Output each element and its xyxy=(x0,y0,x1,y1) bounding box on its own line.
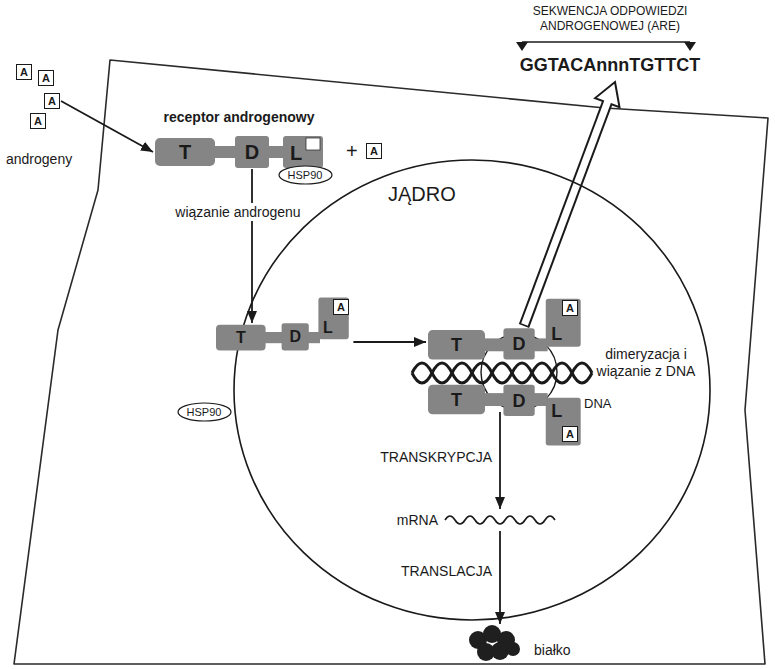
domain-block xyxy=(503,385,534,416)
androgen-box: A xyxy=(333,299,349,315)
domain-block xyxy=(546,299,581,347)
domain-block xyxy=(283,136,323,168)
arrow-body xyxy=(525,100,609,325)
nucleus: JĄDROTDLATDLA xyxy=(232,158,712,622)
protein-lobe xyxy=(506,642,520,656)
domain-block xyxy=(307,332,320,343)
transcription-arrow xyxy=(499,412,501,509)
domain-block xyxy=(533,393,548,406)
arrow-label: wiązanie androgenu xyxy=(172,203,303,221)
domain-letter: L xyxy=(314,318,342,337)
process-note: dimeryzacja i wiązanie z DNA xyxy=(590,346,702,380)
bracket-end xyxy=(516,42,528,51)
domain-letter: D xyxy=(238,140,266,164)
domain-letter: T xyxy=(443,389,471,411)
domain-block xyxy=(216,325,266,351)
dna-strand xyxy=(412,363,592,383)
hsp90-ellipse: HSP90 xyxy=(278,165,333,185)
hsp90-shape xyxy=(178,403,231,421)
domain-block xyxy=(318,298,348,340)
import-arrow xyxy=(353,342,426,343)
androgen-letter: A xyxy=(17,65,31,79)
entry-arrow xyxy=(61,101,153,152)
molecule-name: mRNA xyxy=(397,511,438,529)
androgen-letter: A xyxy=(334,300,348,314)
domain-block xyxy=(483,338,505,351)
arrow-line xyxy=(61,101,153,152)
receptor-molecule: T DLA xyxy=(428,297,583,361)
translation-arrow xyxy=(499,531,501,624)
hsp90-shape xyxy=(279,166,332,184)
androgen-box: A xyxy=(562,300,578,316)
androgen-box: A xyxy=(30,113,46,129)
molecule-group-name: androgeny xyxy=(6,150,72,168)
domain-block xyxy=(503,328,534,359)
molecule-name: receptor androgenowy xyxy=(139,108,339,126)
domain-block xyxy=(235,136,269,168)
protein-name: HSP90 xyxy=(177,402,232,422)
compartment-name: JĄDRO xyxy=(388,182,456,206)
androgen-letter: A xyxy=(45,94,59,108)
domain-letter: T xyxy=(171,140,199,164)
binding-pocket xyxy=(306,138,320,150)
hsp90-ellipse: HSP90 xyxy=(177,402,232,422)
domain-block xyxy=(282,323,309,350)
molecule-name: DNA xyxy=(584,396,611,412)
domain-block xyxy=(546,398,581,446)
mrna-strand xyxy=(445,516,555,524)
domain-letter: D xyxy=(505,333,533,355)
androgen-box: A xyxy=(44,93,60,109)
domain-block xyxy=(533,338,548,351)
plus-sign: + xyxy=(346,139,358,163)
androgen-box: A xyxy=(38,70,54,86)
cell-membrane xyxy=(14,60,768,664)
domain-letter: L xyxy=(282,141,310,165)
domain-letter: L xyxy=(543,323,571,345)
molecule-name: białko xyxy=(534,641,571,659)
androgen-box: A xyxy=(562,426,578,442)
domain-block xyxy=(264,332,283,343)
domain-letter: T xyxy=(443,334,471,356)
domain-block xyxy=(267,146,285,158)
protein-blob xyxy=(469,625,520,661)
domain-block xyxy=(213,146,237,158)
receptor-molecule: T DLA xyxy=(216,296,350,352)
dna-sequence: GGTACAnnnTGTTCT xyxy=(500,54,720,76)
receptor-molecule: T DLA xyxy=(428,383,583,447)
dna-strand xyxy=(412,363,592,383)
sequence-bracket xyxy=(522,41,690,43)
arrow-line xyxy=(353,341,426,343)
domain-block xyxy=(428,385,485,414)
protein-name: HSP90 xyxy=(278,165,333,185)
androgen-letter: A xyxy=(31,114,45,128)
domain-block xyxy=(428,330,485,359)
bracket-end xyxy=(684,42,696,51)
androgen-letter: A xyxy=(563,301,577,315)
process-name: TRANSLACJA xyxy=(401,562,492,580)
domain-block xyxy=(483,393,505,406)
androgen-letter: A xyxy=(563,427,577,441)
element-name: SEKWENCJA ODPOWIEDZI ANDROGENOWEJ (ARE) xyxy=(515,4,705,34)
domain-block xyxy=(155,138,215,166)
domain-letter: T xyxy=(227,328,255,347)
androgen-box: A xyxy=(366,143,382,159)
androgen-box: A xyxy=(16,64,32,80)
response-element: SEKWENCJA ODPOWIEDZI ANDROGENOWEJ (ARE) G… xyxy=(500,4,720,78)
domain-letter: D xyxy=(281,327,309,346)
receptor-molecule: receptor androgenowyTDL xyxy=(155,134,323,170)
domain-letter: D xyxy=(505,390,533,412)
binding-site-arrow xyxy=(524,82,619,326)
nuclear-envelope xyxy=(234,160,710,620)
domain-letter: L xyxy=(543,400,571,422)
process-name: TRANSKRYPCJA xyxy=(380,448,492,466)
androgen-letter: A xyxy=(367,144,381,158)
androgen-letter: A xyxy=(39,71,53,85)
